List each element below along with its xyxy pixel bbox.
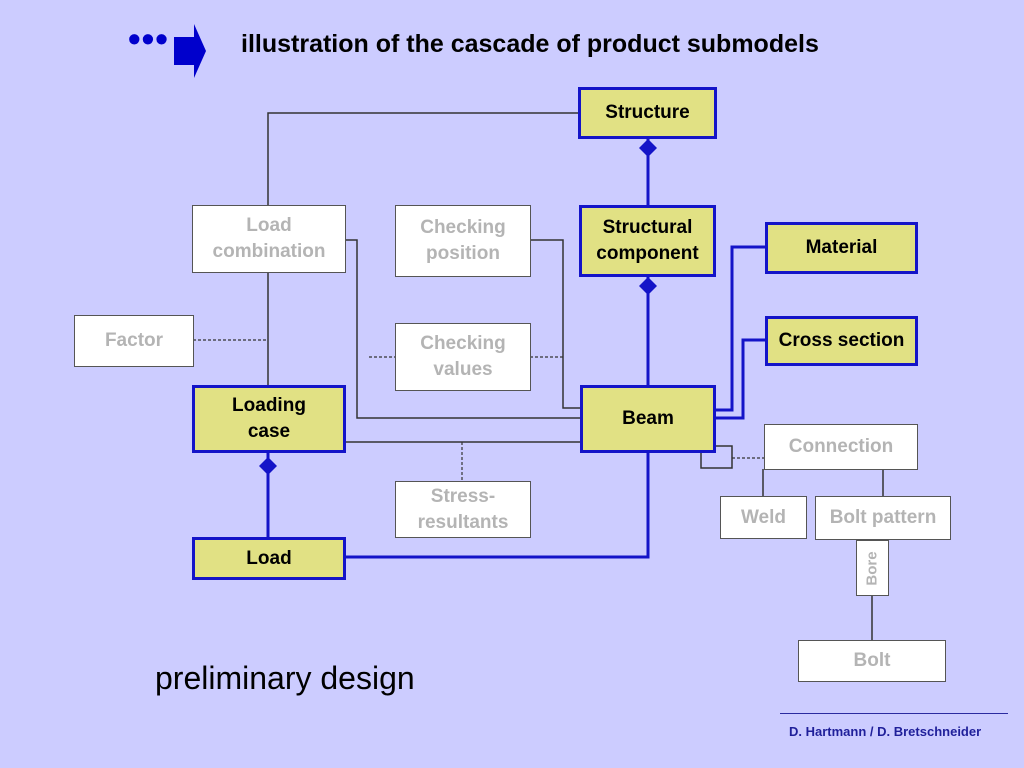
author-credit: D. Hartmann / D. Bretschneider [789,724,982,739]
loading-case-box: Loading case [192,385,346,453]
subtitle: preliminary design [155,660,415,696]
bolt-box: Bolt [798,640,946,682]
factor-box: Factor [74,315,194,367]
weld-box: Weld [720,496,807,539]
cross-section-box: Cross section [765,316,918,366]
structure-box: Structure [578,87,717,139]
checking-values-box: Checking values [395,323,531,391]
load-box: Load [192,537,346,580]
bolt-pattern-box: Bolt pattern [815,496,951,540]
material-box: Material [765,222,918,274]
bore-box: Bore [856,540,889,596]
checking-position-box: Checking position [395,205,531,277]
footer-divider [780,713,1008,714]
arrow-right-icon [172,22,208,85]
connection-box: Connection [764,424,918,470]
page-title: illustration of the cascade of product s… [241,30,819,58]
stress-resultants-box: Stress- resultants [395,481,531,538]
load-combination-box: Load combination [192,205,346,273]
bore-label: Bore [864,550,881,586]
structural-component-box: Structural component [579,205,716,277]
ellipsis-dots: ••• [128,18,169,59]
beam-box: Beam [580,385,716,453]
